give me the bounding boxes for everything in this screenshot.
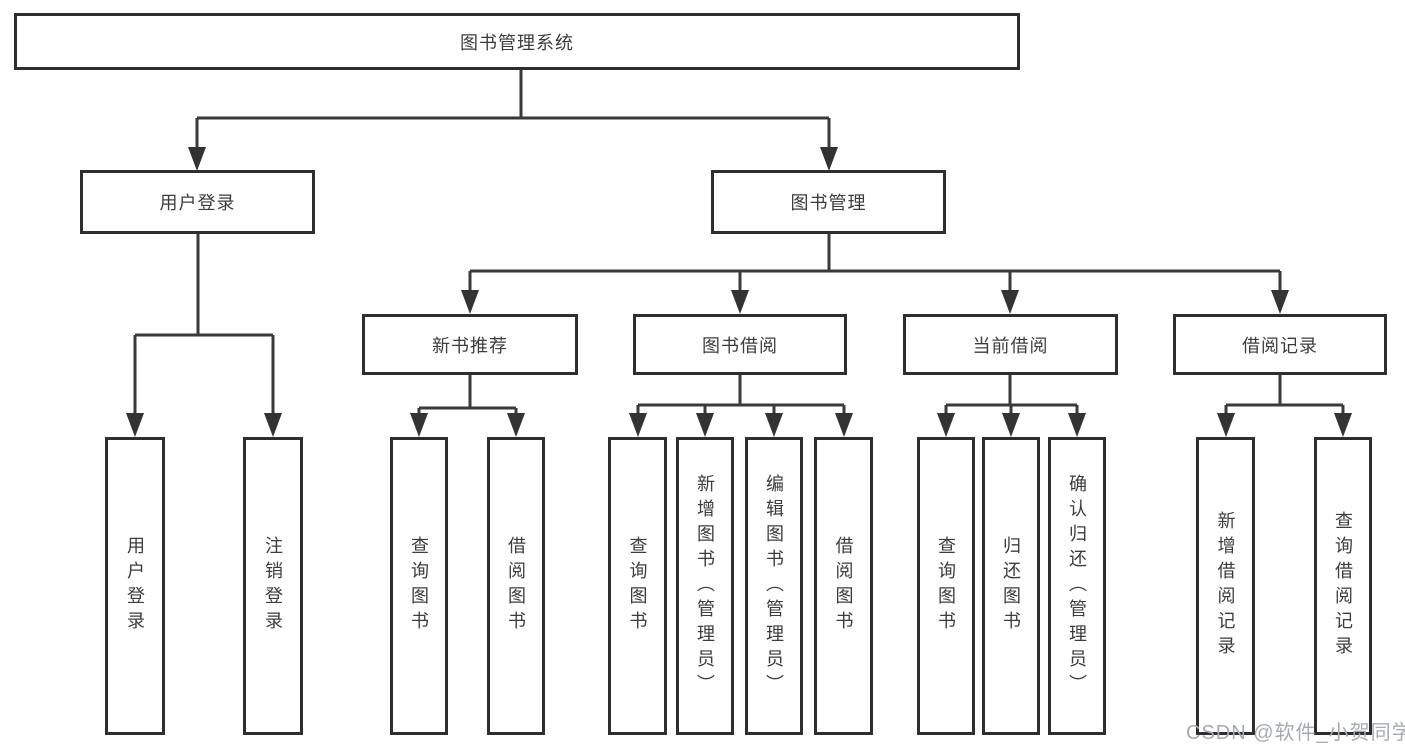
leaf-edit-books-admin: 编辑图书（管理员） bbox=[745, 437, 803, 735]
node-book-borrow: 图书借阅 bbox=[633, 314, 847, 375]
node-label: 注销登录 bbox=[263, 536, 283, 636]
node-label: 图书管理系统 bbox=[460, 32, 574, 53]
node-label: 查询图书 bbox=[936, 536, 956, 636]
leaf-add-books-admin: 新增图书（管理员） bbox=[676, 437, 734, 735]
leaf-borrow-books-1: 借阅图书 bbox=[487, 437, 545, 735]
arrowheads bbox=[126, 147, 1352, 437]
node-label: 当前借阅 bbox=[972, 335, 1049, 356]
node-label: 归还图书 bbox=[1001, 536, 1021, 636]
node-label: 新增借阅记录 bbox=[1215, 511, 1236, 661]
leaf-query-books-1: 查询图书 bbox=[390, 437, 448, 735]
node-new-book-recommend: 新书推荐 bbox=[362, 314, 578, 375]
node-user-login-group: 用户登录 bbox=[80, 170, 315, 234]
node-library-system: 图书管理系统 bbox=[14, 13, 1020, 70]
node-label: 图书管理 bbox=[790, 193, 867, 213]
node-label: 用户登录 bbox=[159, 193, 236, 213]
leaf-logout: 注销登录 bbox=[243, 437, 303, 735]
node-label: 图书借阅 bbox=[702, 335, 778, 356]
node-label: 新书推荐 bbox=[432, 335, 508, 356]
leaf-borrow-books-2: 借阅图书 bbox=[814, 437, 873, 735]
node-current-borrow: 当前借阅 bbox=[903, 314, 1118, 375]
leaf-query-books-2: 查询图书 bbox=[608, 437, 667, 735]
node-label: 借阅图书 bbox=[833, 536, 854, 636]
node-label: 查询图书 bbox=[409, 536, 429, 636]
csdn-watermark: CSDN @软件_小贺同学 bbox=[1186, 722, 1405, 744]
node-label: 借阅记录 bbox=[1242, 335, 1318, 356]
node-label: 借阅图书 bbox=[506, 536, 526, 636]
node-label: 编辑图书（管理员） bbox=[764, 473, 784, 699]
leaf-query-borrow-record: 查询借阅记录 bbox=[1314, 437, 1372, 735]
node-book-management: 图书管理 bbox=[711, 170, 946, 234]
leaf-query-books-3: 查询图书 bbox=[917, 437, 975, 735]
leaf-return-books: 归还图书 bbox=[982, 437, 1040, 735]
node-label: 用户登录 bbox=[125, 536, 145, 636]
leaf-user-login: 用户登录 bbox=[105, 437, 165, 735]
leaf-add-borrow-record: 新增借阅记录 bbox=[1196, 437, 1255, 735]
leaf-confirm-return-admin: 确认归还（管理员） bbox=[1048, 437, 1106, 735]
node-label: 查询图书 bbox=[627, 536, 648, 636]
node-label: 新增图书（管理员） bbox=[695, 473, 715, 699]
node-borrow-records: 借阅记录 bbox=[1173, 314, 1387, 375]
node-label: 确认归还（管理员） bbox=[1067, 473, 1087, 699]
node-label: 查询借阅记录 bbox=[1333, 511, 1353, 661]
